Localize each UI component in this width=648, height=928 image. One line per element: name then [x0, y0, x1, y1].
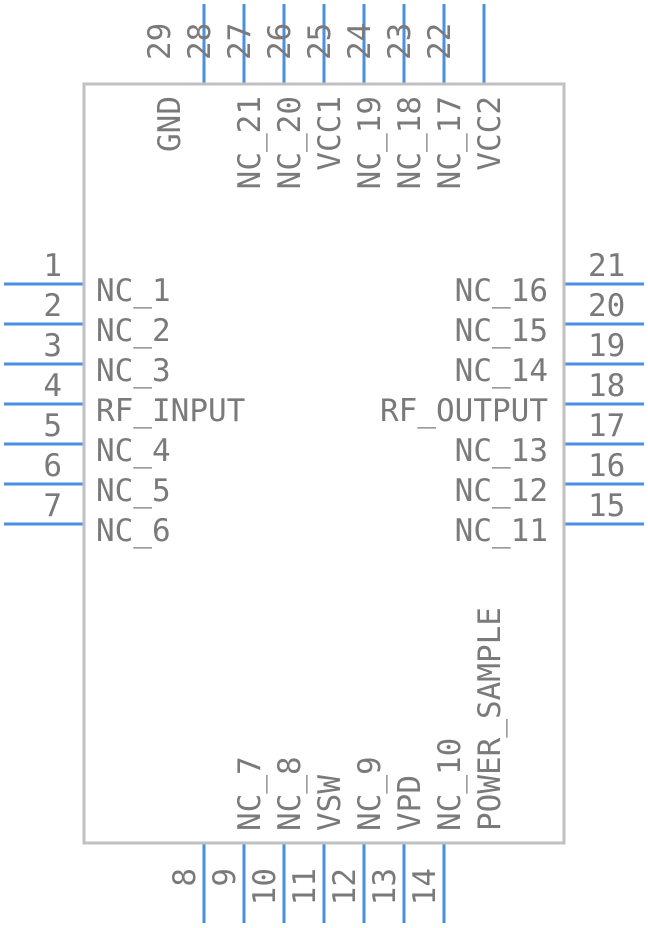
pin-name: NC_7: [232, 756, 268, 831]
pin-number: 16: [588, 448, 625, 484]
pin-name: NC_12: [455, 473, 548, 509]
pin-number: 27: [222, 23, 258, 60]
ic-body: [82, 82, 566, 845]
pin-number: 29: [142, 23, 178, 60]
pin-labels: 1NC_12NC_23NC_34RF_INPUT5NC_46NC_57NC_62…: [43, 23, 625, 906]
pin-name: NC_2: [96, 313, 171, 349]
pin-number: 11: [287, 868, 323, 905]
pin-name: NC_5: [96, 473, 171, 509]
pin-number: 23: [382, 23, 418, 60]
pin-name: RF_INPUT: [96, 393, 245, 429]
pin-name: NC_21: [232, 96, 268, 189]
pin-number: 6: [43, 448, 62, 484]
pin-number: 22: [422, 23, 458, 60]
pin-lines: [4, 4, 644, 923]
pin-name: NC_15: [455, 313, 548, 349]
pin-name: VSW: [312, 775, 348, 831]
pin-name: NC_13: [455, 433, 548, 469]
pin-name: NC_11: [455, 513, 548, 549]
pin-name: VCC2: [472, 96, 508, 171]
pin-number: 2: [43, 288, 62, 324]
pin-name: NC_16: [455, 273, 548, 309]
pin-name: RF_OUTPUT: [380, 393, 548, 429]
pin-number: 9: [207, 868, 243, 887]
pin-number: 12: [327, 868, 363, 905]
pin-number: 28: [182, 23, 218, 60]
pin-name: NC_6: [96, 513, 171, 549]
pin-number: 18: [588, 368, 625, 404]
pin-name: POWER_SAMPLE: [472, 607, 508, 831]
pin-name: NC_10: [432, 738, 468, 831]
pin-number: 21: [588, 248, 625, 284]
pin-number: 25: [302, 23, 338, 60]
pin-name: NC_8: [272, 756, 308, 831]
pin-name: NC_4: [96, 433, 171, 469]
pin-name: NC_18: [392, 96, 428, 189]
pin-name: NC_9: [352, 756, 388, 831]
pin-name: NC_20: [272, 96, 308, 189]
pin-number: 14: [407, 868, 443, 905]
pin-number: 13: [367, 868, 403, 905]
pin-name: GND: [152, 96, 188, 152]
pin-number: 7: [43, 488, 62, 524]
pin-number: 20: [588, 288, 625, 324]
pin-name: NC_1: [96, 273, 171, 309]
pin-name: NC_3: [96, 353, 171, 389]
pin-number: 26: [262, 23, 298, 60]
pin-name: VCC1: [312, 96, 348, 171]
pin-name: VPD: [392, 775, 428, 831]
pin-number: 10: [247, 868, 283, 905]
pin-number: 24: [342, 23, 378, 60]
pin-name: NC_14: [455, 353, 548, 389]
pin-number: 1: [43, 248, 62, 284]
pin-number: 4: [43, 368, 62, 404]
pin-number: 19: [588, 328, 625, 364]
pin-number: 3: [43, 328, 62, 364]
pin-name: NC_17: [432, 96, 468, 189]
pin-name: NC_19: [352, 96, 388, 189]
pin-number: 17: [588, 408, 625, 444]
pin-number: 5: [43, 408, 62, 444]
pin-number: 8: [167, 868, 203, 887]
pin-number: 15: [588, 488, 625, 524]
